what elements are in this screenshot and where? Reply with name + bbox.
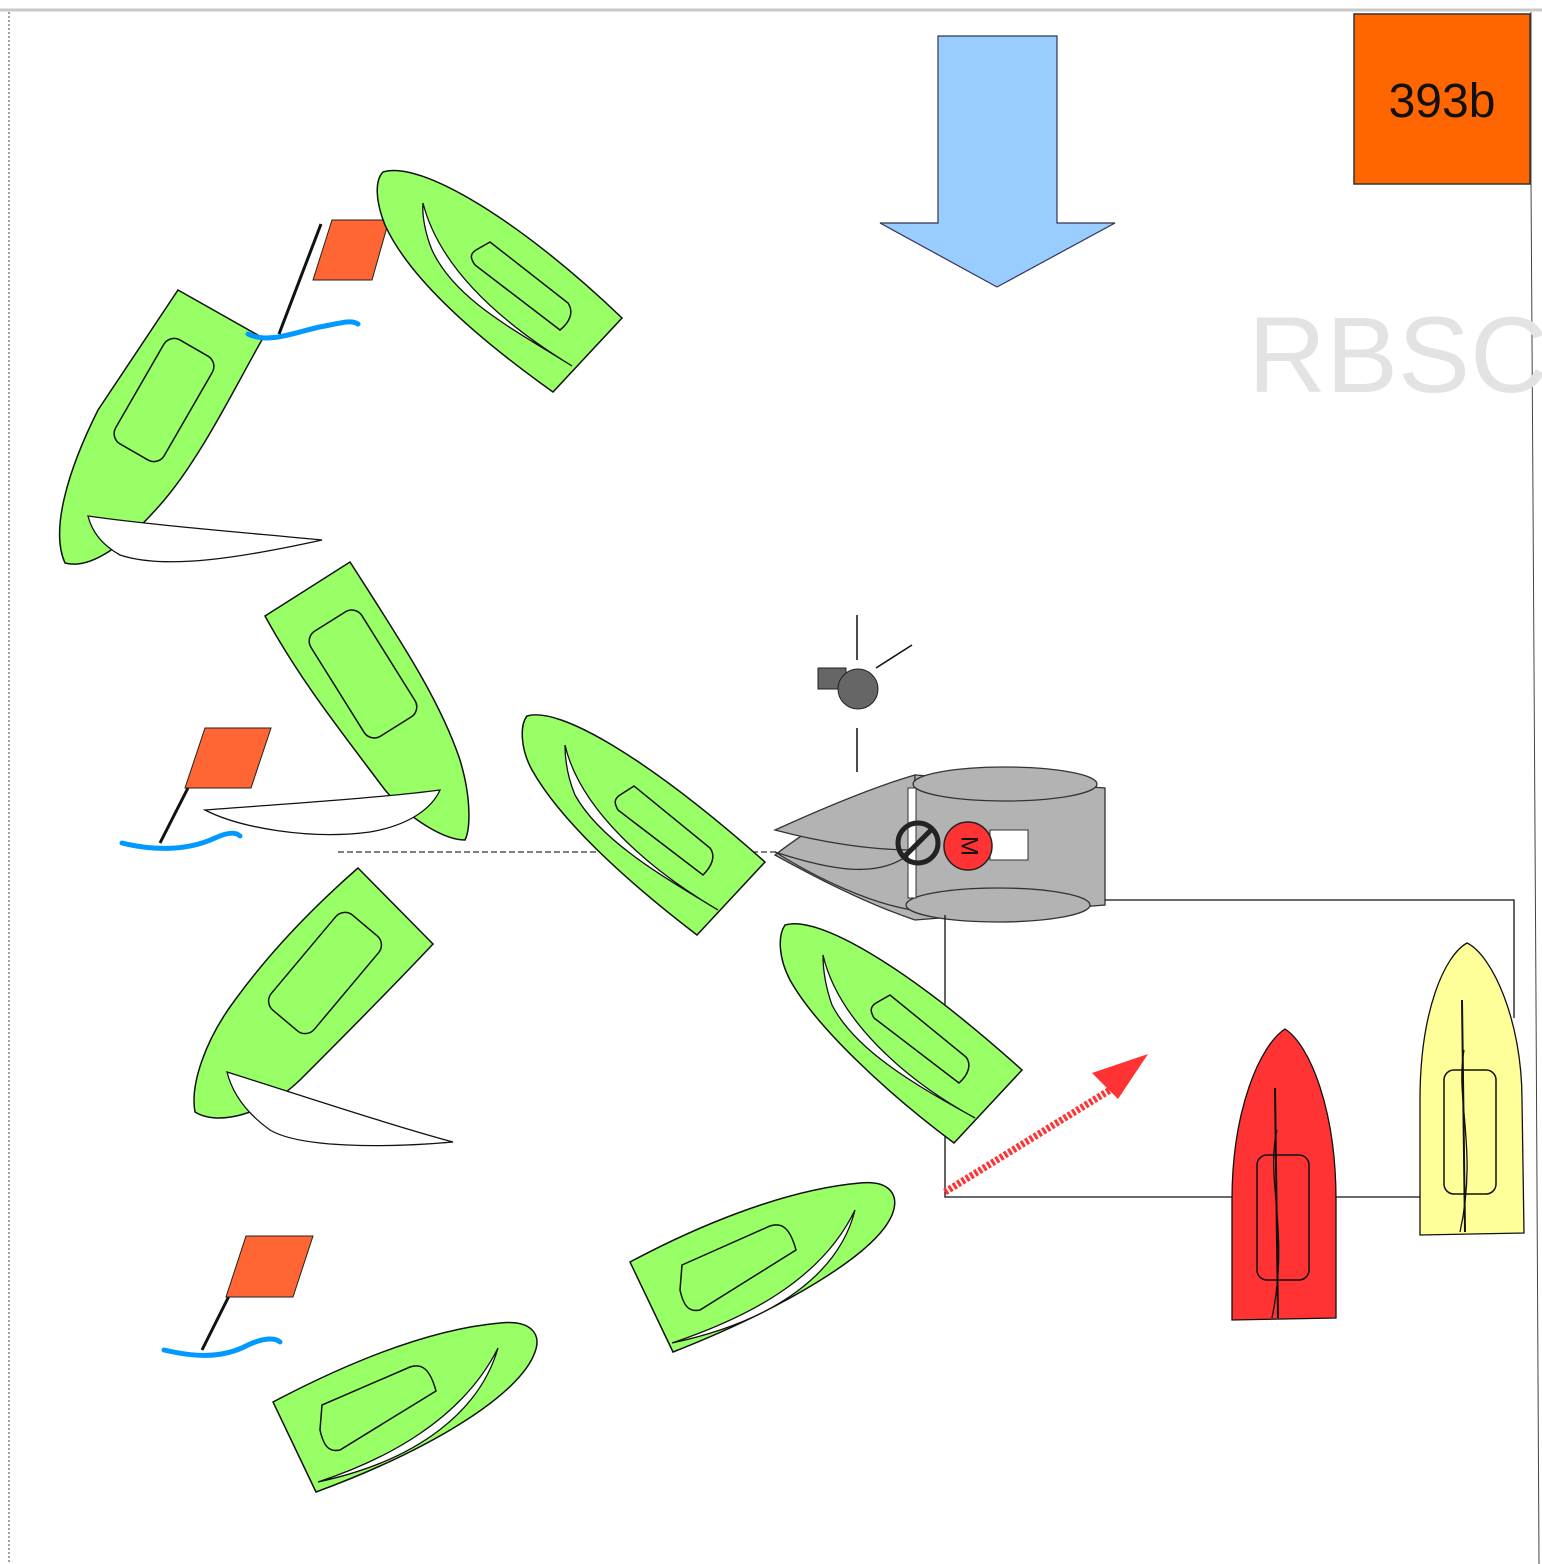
- committee-boat: M: [773, 615, 1106, 923]
- whistle-icon: [817, 667, 879, 710]
- boat-green-1: [58, 289, 323, 565]
- motion-arrow-icon: [943, 1054, 1148, 1195]
- motor-badge-icon: M: [943, 821, 993, 871]
- boat-green-4: [521, 714, 767, 937]
- boat-green-6: [779, 923, 1024, 1145]
- watermark: RBSC: [1248, 294, 1542, 415]
- diagram-id-badge: 393b: [1353, 13, 1531, 185]
- boat-green-5: [193, 866, 454, 1147]
- boat-yellow: [1419, 942, 1525, 1236]
- mark-flag-icon-2: [119, 727, 272, 851]
- boat-green-3: [202, 560, 470, 841]
- mark-flag-icon-3: [161, 1235, 314, 1358]
- boat-green-2: [376, 169, 624, 393]
- boat-green-7: [629, 1181, 896, 1353]
- line-committee-to-yellow: [1105, 899, 1515, 1018]
- motor-badge-label: M: [956, 836, 983, 856]
- boat-green-8: [272, 1321, 538, 1493]
- diagram-id-label: 393b: [1389, 75, 1496, 128]
- no-entry-icon: [895, 820, 941, 866]
- wind-arrow-icon: [879, 35, 1116, 288]
- boat-red: [1231, 1028, 1337, 1321]
- right-frame-line: [1530, 12, 1540, 1564]
- mark-flag-icon: [245, 219, 390, 341]
